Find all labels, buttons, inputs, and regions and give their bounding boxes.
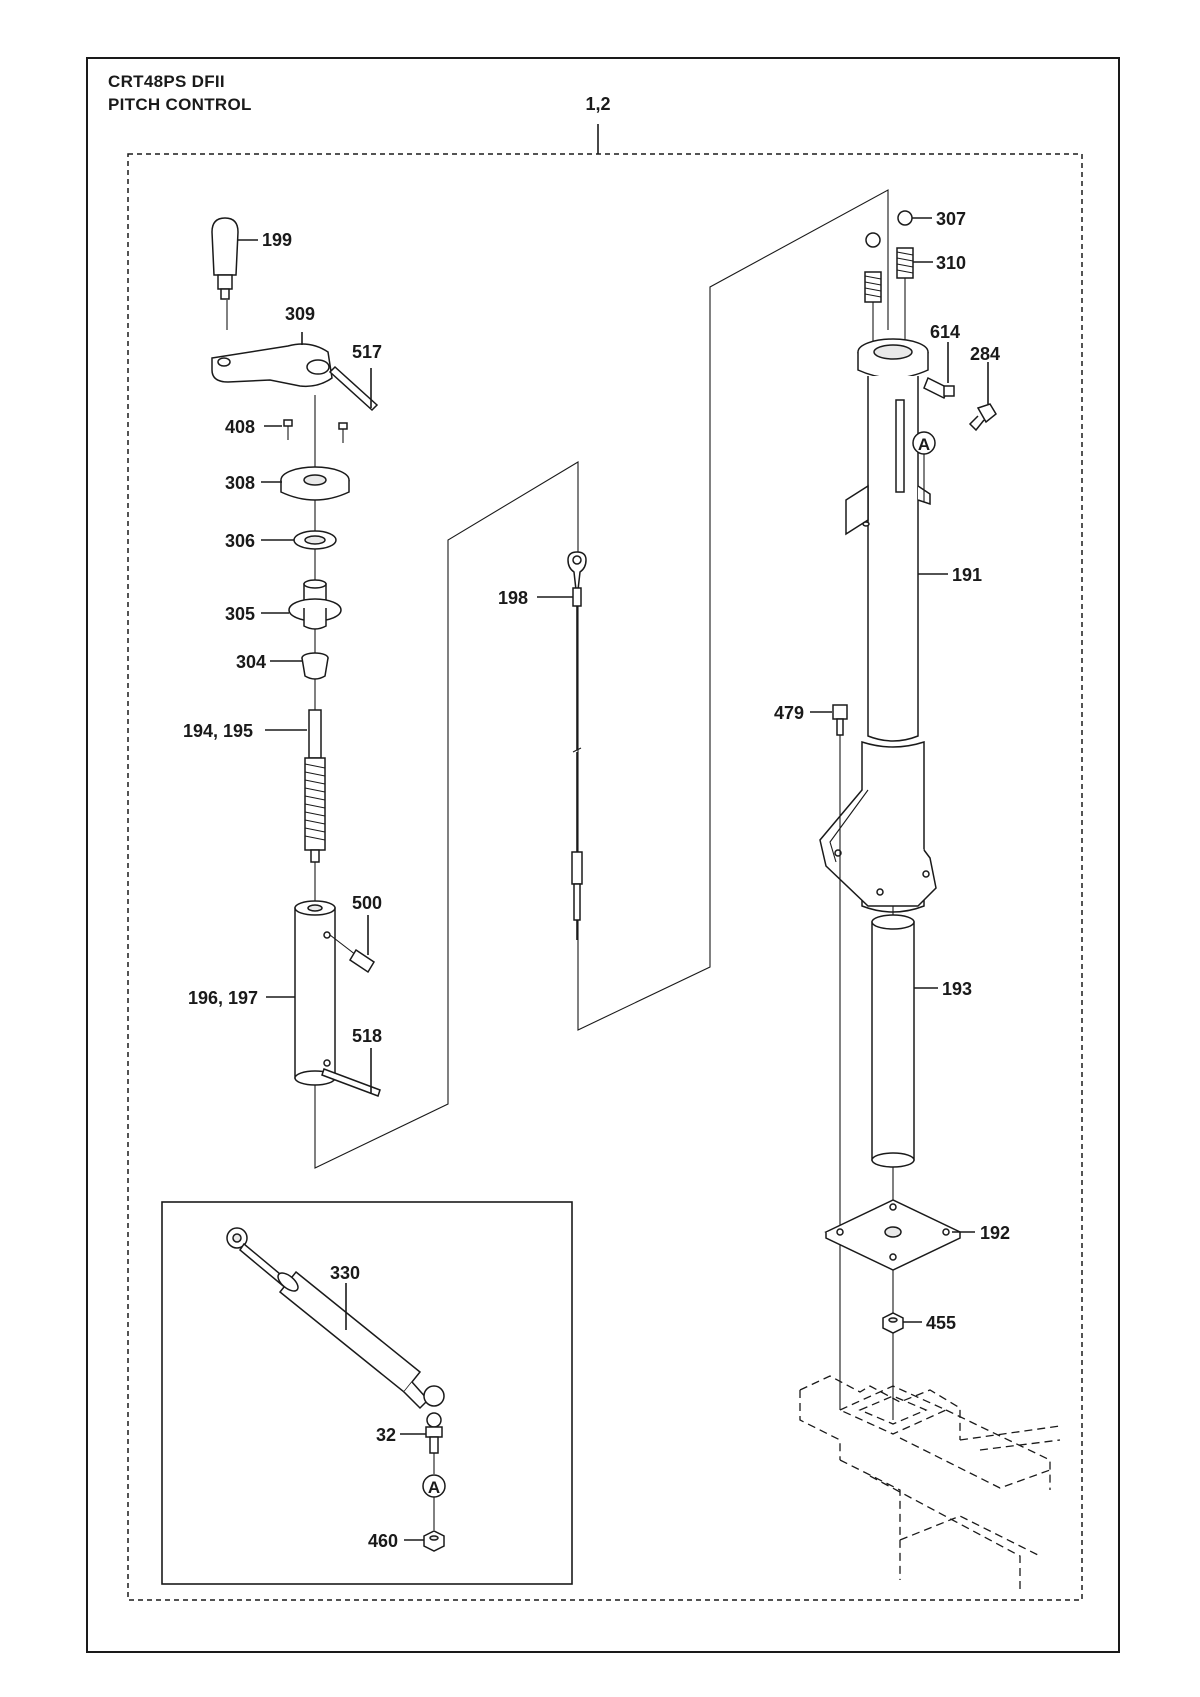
washer-part-306 [293, 530, 337, 550]
threaded-rod-part-194 [304, 709, 326, 863]
wingnut-part-284 [968, 403, 997, 432]
nut-part-455 [882, 1312, 904, 1334]
ball-part-307 [865, 210, 913, 248]
hub-part-305 [288, 579, 342, 630]
tube-part-196 [294, 900, 336, 1086]
flange-part-308 [280, 466, 350, 501]
callout-307: 307 [936, 209, 966, 229]
callout-614: 614 [930, 322, 960, 342]
callout-310: 310 [936, 253, 966, 273]
ref-marker-a: A [918, 435, 930, 454]
model-name: CRT48PS DFII [108, 72, 225, 91]
callout-192: 192 [980, 1223, 1010, 1243]
assembly-boundary [127, 153, 1083, 1601]
spring-part-310 [864, 247, 914, 345]
base-plate-part-192 [824, 1199, 962, 1271]
pin-part-517 [328, 365, 379, 412]
callout-196: 196, 197 [188, 988, 258, 1008]
ball-stud-part-32 [425, 1412, 443, 1454]
knob-part-199 [211, 217, 239, 300]
callout-304: 304 [236, 652, 266, 672]
lever-part-309 [211, 343, 333, 388]
ref-marker-a-inset: A [428, 1478, 440, 1497]
callout-455: 455 [926, 1313, 956, 1333]
callout-518: 518 [352, 1026, 382, 1046]
callout-309: 309 [285, 304, 315, 324]
column-part-191 [819, 338, 937, 913]
frame-outline-ghost [799, 1375, 1061, 1590]
assembly-ref-label: 1,2 [585, 94, 610, 114]
bushing-part-304 [301, 652, 329, 680]
callout-284: 284 [970, 344, 1000, 364]
callout-306: 306 [225, 531, 255, 551]
cable-part-198 [567, 551, 587, 940]
callout-330: 330 [330, 1263, 360, 1283]
callout-460: 460 [368, 1531, 398, 1551]
connection-path [314, 189, 889, 1169]
setscrew-part-500 [329, 934, 376, 974]
page-title: PITCH CONTROL [108, 95, 252, 114]
callout-500: 500 [352, 893, 382, 913]
callout-305: 305 [225, 604, 255, 624]
nut-part-460 [423, 1530, 445, 1552]
drawing-frame [86, 57, 1120, 1653]
inner-tube-part-193 [871, 914, 915, 1168]
callout-193: 193 [942, 979, 972, 999]
callout-198: 198 [498, 588, 528, 608]
callout-32: 32 [376, 1425, 396, 1445]
callout-191: 191 [952, 565, 982, 585]
pin-part-518 [321, 1068, 381, 1097]
callout-408: 408 [225, 417, 255, 437]
callout-479: 479 [774, 703, 804, 723]
callout-517: 517 [352, 342, 382, 362]
callout-308: 308 [225, 473, 255, 493]
inset-box [161, 1201, 573, 1585]
screw-part-408 [283, 419, 348, 443]
callout-194: 194, 195 [183, 721, 253, 741]
callout-199: 199 [262, 230, 292, 250]
bolt-part-479 [832, 704, 848, 736]
gas-spring-part-330 [226, 1227, 445, 1410]
fitting-part-614 [923, 376, 955, 400]
